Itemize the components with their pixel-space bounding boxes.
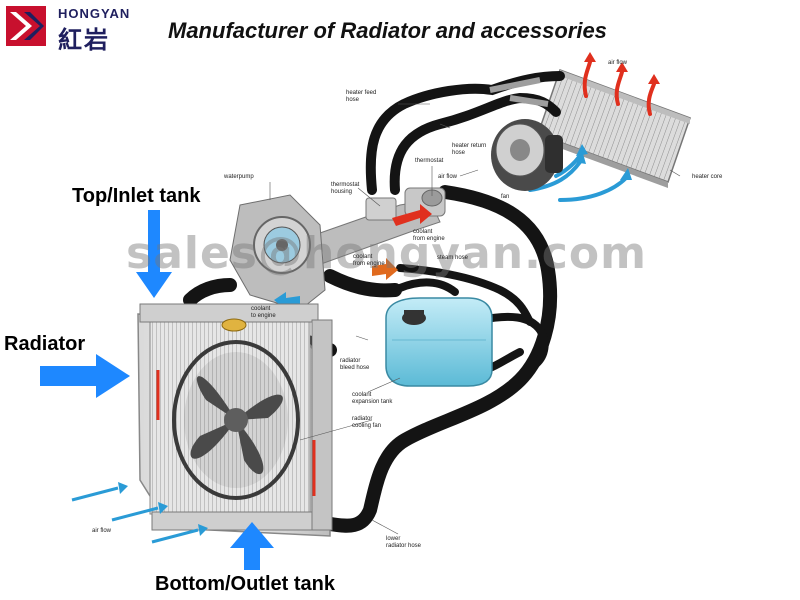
label-waterpump: waterpump <box>224 174 254 180</box>
label-radiator: Radiator <box>4 333 86 355</box>
coolant-flow-arrows <box>274 204 432 310</box>
lower-radiator-hose <box>323 185 558 533</box>
heater-air-flow-arrows <box>528 60 656 202</box>
label-fan: fan <box>501 194 510 200</box>
heater-core <box>537 69 691 188</box>
label-bottom-outlet-tank: Bottom/Outlet tank <box>155 573 335 595</box>
page-title: Manufacturer of Radiator and accessories <box>168 18 607 43</box>
label-air-flow-bottom: air flow <box>92 528 112 534</box>
label-steam-hose: steam hose <box>437 255 469 261</box>
label-top-inlet-tank: Top/Inlet tank <box>72 185 201 207</box>
blower-fan <box>491 119 563 191</box>
heater-air-flow-arrowheads <box>584 52 660 84</box>
label-leader-lines <box>269 103 681 535</box>
callout-arrow-radiator <box>40 354 130 398</box>
water-pump <box>229 194 326 311</box>
email-watermark: sales@hongyan.com <box>126 228 647 279</box>
radiator-cooling-fan <box>172 340 300 500</box>
label-heater-core: heater core <box>692 174 723 180</box>
radiator-air-flow-arrows <box>71 486 199 544</box>
callout-arrow-bottom-outlet <box>230 522 274 570</box>
hongyan-logo <box>6 6 46 46</box>
label-air-flow-mid: air flow <box>438 174 458 180</box>
coolant-expansion-tank <box>385 297 493 387</box>
label-thermostat: thermostat <box>415 158 444 164</box>
brand-name-chinese: 紅岩 <box>58 26 110 54</box>
steam-hose <box>396 264 534 326</box>
callout-arrow-top-inlet <box>136 210 172 298</box>
brand-name-latin: HONGYAN <box>58 6 131 21</box>
label-air-flow-top: air flow <box>608 60 628 66</box>
